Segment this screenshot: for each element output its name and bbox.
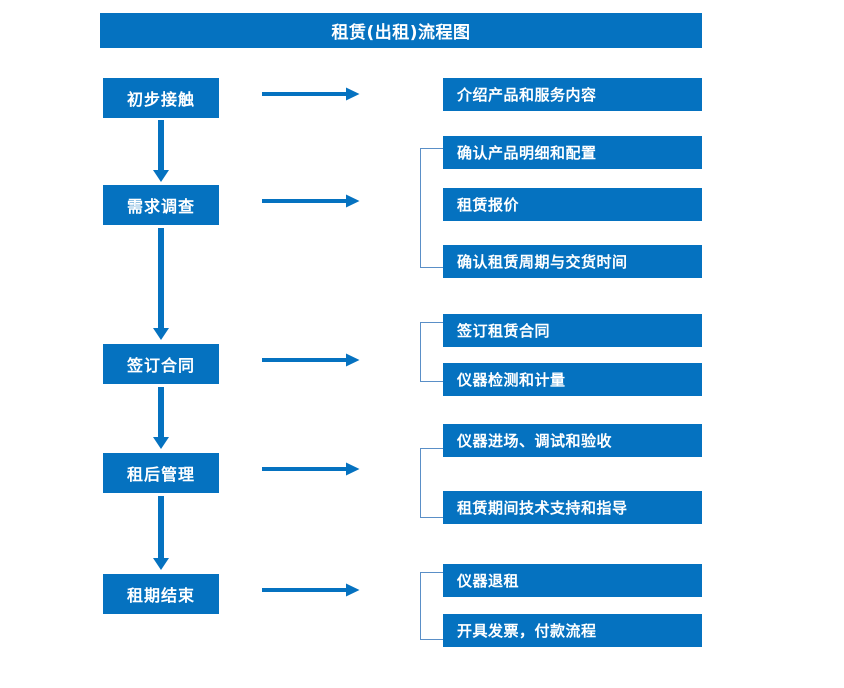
group-bracket-2 xyxy=(420,148,444,268)
group-bracket-3 xyxy=(420,322,444,382)
group-bracket-4 xyxy=(420,448,444,518)
group-bracket-5 xyxy=(420,572,444,640)
stage-box-2: 需求调查 xyxy=(103,185,219,225)
arrow-down-4-icon xyxy=(152,496,170,570)
arrow-down-1-icon xyxy=(152,120,170,182)
arrow-down-3-icon xyxy=(152,387,170,449)
arrow-right-3-icon xyxy=(262,352,360,367)
detail-box-5-2: 开具发票，付款流程 xyxy=(443,614,702,647)
stage-box-4: 租后管理 xyxy=(103,453,219,493)
detail-box-4-2: 租赁期间技术支持和指导 xyxy=(443,491,702,524)
detail-box-5-1: 仪器退租 xyxy=(443,564,702,597)
stage-box-3: 签订合同 xyxy=(103,344,219,384)
arrow-right-4-icon xyxy=(262,461,360,476)
arrow-right-1-icon xyxy=(262,86,360,101)
detail-box-3-1: 签订租赁合同 xyxy=(443,314,702,347)
detail-box-2-2: 租赁报价 xyxy=(443,188,702,221)
detail-box-1-1: 介绍产品和服务内容 xyxy=(443,78,702,111)
detail-box-4-1: 仪器进场、调试和验收 xyxy=(443,424,702,457)
detail-box-2-3: 确认租赁周期与交货时间 xyxy=(443,245,702,278)
arrow-down-2-icon xyxy=(152,228,170,340)
arrow-right-5-icon xyxy=(262,582,360,597)
detail-box-3-2: 仪器检测和计量 xyxy=(443,363,702,396)
page-title: 租赁(出租)流程图 xyxy=(100,13,702,48)
stage-box-1: 初步接触 xyxy=(103,78,219,118)
detail-box-2-1: 确认产品明细和配置 xyxy=(443,136,702,169)
arrow-right-2-icon xyxy=(262,193,360,208)
stage-box-5: 租期结束 xyxy=(103,574,219,614)
